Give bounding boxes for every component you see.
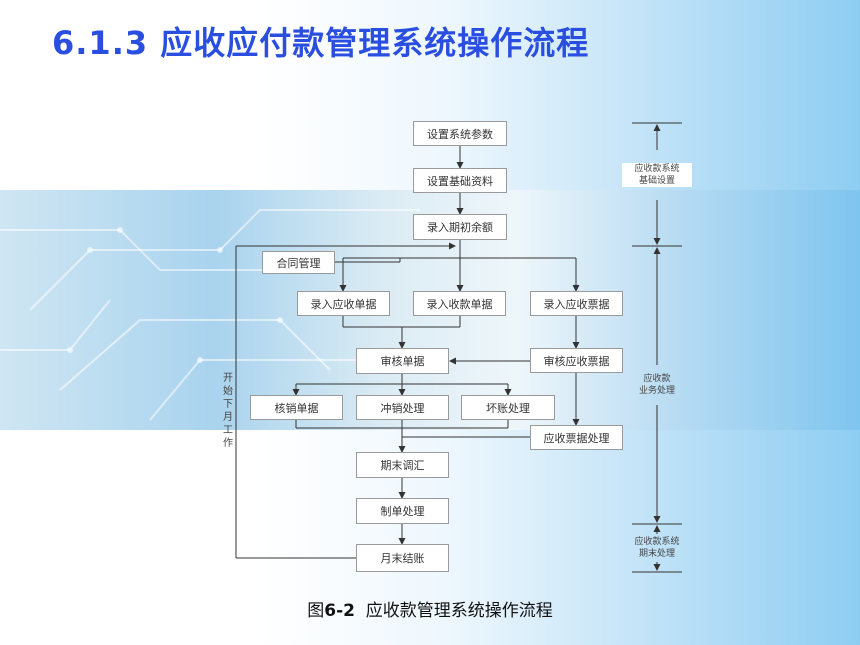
step-set-system-params: 设置系统参数 [413,121,507,146]
phase-label-business: 应收款 业务处理 [622,373,692,397]
background-circuit-decoration [0,209,420,421]
step-write-off-doc: 核销单据 [250,395,343,420]
step-set-basic-data: 设置基础资料 [413,168,507,193]
phase-label-line: 应收款系统 [634,537,680,547]
step-enter-receivable-doc: 录入应收单据 [297,291,390,316]
step-contract-management: 合同管理 [262,251,335,274]
step-enter-receivable-note: 录入应收票据 [530,291,623,316]
step-audit-receivable-note: 审核应收票据 [530,348,623,373]
caption-number: 6-2 [324,601,355,621]
step-audit-doc: 审核单据 [356,348,449,374]
step-offset-processing: 冲销处理 [356,395,449,420]
phase-label-line: 应收款 [643,374,671,384]
phase-label-period-end: 应收款系统 期末处理 [622,536,692,560]
step-enter-opening-balance: 录入期初余额 [413,214,507,240]
step-bad-debt-processing: 坏账处理 [461,395,555,420]
phase-label-line: 应收款系统 [634,164,680,174]
caption-prefix: 图 [307,601,325,621]
step-voucher-processing: 制单处理 [356,498,449,524]
caption-text: 应收款管理系统操作流程 [365,601,553,621]
step-period-end-adjust: 期末调汇 [356,452,449,478]
loop-label-next-month: 开始下月工作 [223,373,233,449]
step-enter-receipt-doc: 录入收款单据 [413,291,506,316]
step-month-end-close: 月末结账 [356,544,449,572]
phase-label-basic-setup: 应收款系统 基础设置 [622,163,692,187]
slide-title: 6.1.3 应收应付款管理系统操作流程 [52,24,590,62]
figure-caption: 图6-2 应收款管理系统操作流程 [0,596,860,621]
phase-label-line: 期末处理 [638,549,675,559]
phase-label-line: 业务处理 [638,386,675,396]
step-receivable-note-processing: 应收票据处理 [530,425,623,450]
phase-label-line: 基础设置 [638,176,675,186]
